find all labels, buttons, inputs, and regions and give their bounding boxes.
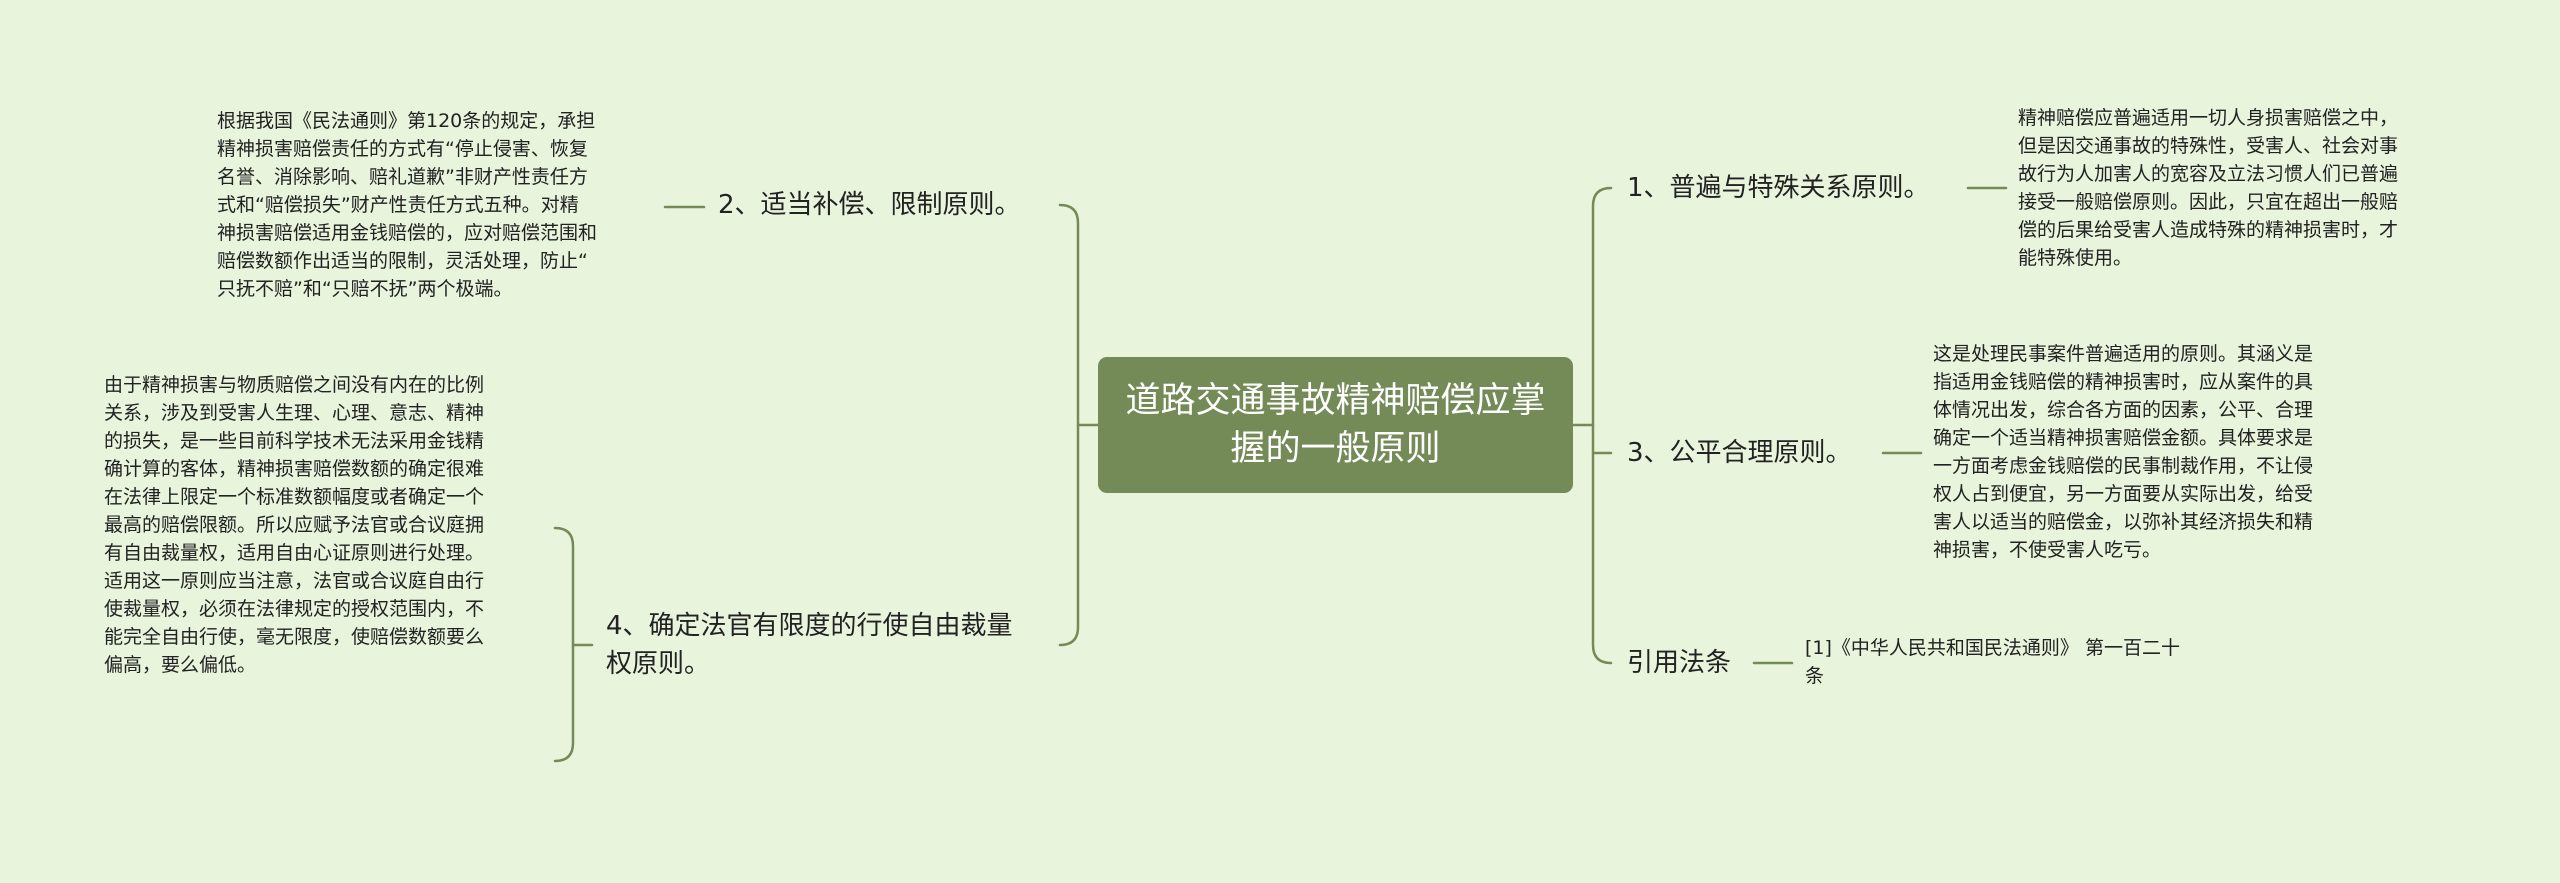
connector-left-trunk [1058, 203, 1080, 647]
branch-label-right-3[interactable]: 引用法条 [1627, 648, 1732, 678]
connector-right-trunk [1591, 186, 1613, 665]
branch-detail-right-1: 精神赔偿应普遍适用一切人身损害赔偿之中， 但是因交通事故的特殊性，受害人、社会对… [2018, 107, 2399, 269]
branch-detail-right-2: 这是处理民事案件普遍适用的原则。其涵义是 指适用金钱赔偿的精神损害时，应从案件的… [1933, 343, 2314, 561]
branch-label-left-2[interactable]: 4、确定法官有限度的行使自由裁量权原则。 [606, 611, 1013, 679]
branch-detail-right-3: [1]《中华人民共和国民法通则》 第一百二十 条 [1805, 637, 2180, 687]
branch-label-right-1[interactable]: 1、普遍与特殊关系原则。 [1627, 173, 1930, 203]
branch-label-right-2[interactable]: 3、公平合理原则。 [1627, 438, 1852, 468]
branch-label-left-1[interactable]: 2、适当补偿、限制原则。 [718, 190, 1021, 220]
branch-detail-left-2: 由于精神损害与物质赔偿之间没有内在的比例 关系，涉及到受害人生理、心理、意志、精… [104, 374, 485, 676]
root-node[interactable]: 道路交通事故精神赔偿应掌握的一般原则 [1098, 357, 1573, 493]
connector-left2-bracket [553, 526, 575, 763]
root-title: 道路交通事故精神赔偿应掌握的一般原则 [1125, 381, 1546, 469]
branch-detail-left-1: 根据我国《民法通则》第120条的规定，承担 精神损害赔偿责任的方式有“停止侵害、… [217, 110, 598, 300]
